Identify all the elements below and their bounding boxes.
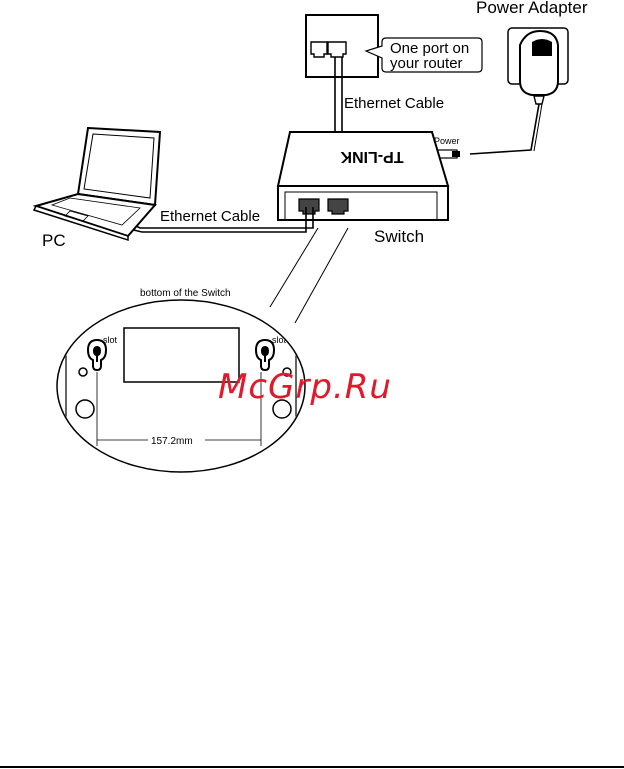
power-adapter: Power Adapter — [476, 0, 588, 104]
router-port-left — [311, 42, 327, 57]
watermark: McGrp.Ru — [218, 367, 392, 407]
power-label: Power — [434, 136, 460, 146]
laptop-pc — [34, 128, 160, 240]
router-callout: One port on your router — [366, 38, 482, 72]
slot-label-right: slot — [272, 335, 287, 345]
switch-device: TP-LINK — [278, 132, 448, 220]
pc-label: PC — [42, 231, 66, 250]
brand-logo: TP-LINK — [340, 148, 404, 165]
power-adapter-label: Power Adapter — [476, 0, 588, 17]
callout-line2: your router — [390, 55, 463, 72]
callout-line-right — [295, 228, 348, 323]
ethernet-cable-top-label: Ethernet Cable — [344, 95, 444, 112]
foot-left — [76, 400, 94, 418]
switch-label: Switch — [374, 227, 424, 246]
power-cable — [470, 104, 539, 154]
router-port-right — [328, 42, 346, 57]
bottom-view-label: bottom of the Switch — [140, 288, 231, 299]
screw-left — [79, 368, 87, 376]
slot-label-left: slot — [103, 335, 118, 345]
dimension-label: 157.2mm — [151, 436, 193, 447]
ethernet-cable-left-label: Ethernet Cable — [160, 208, 260, 225]
footer-rule — [0, 766, 624, 768]
